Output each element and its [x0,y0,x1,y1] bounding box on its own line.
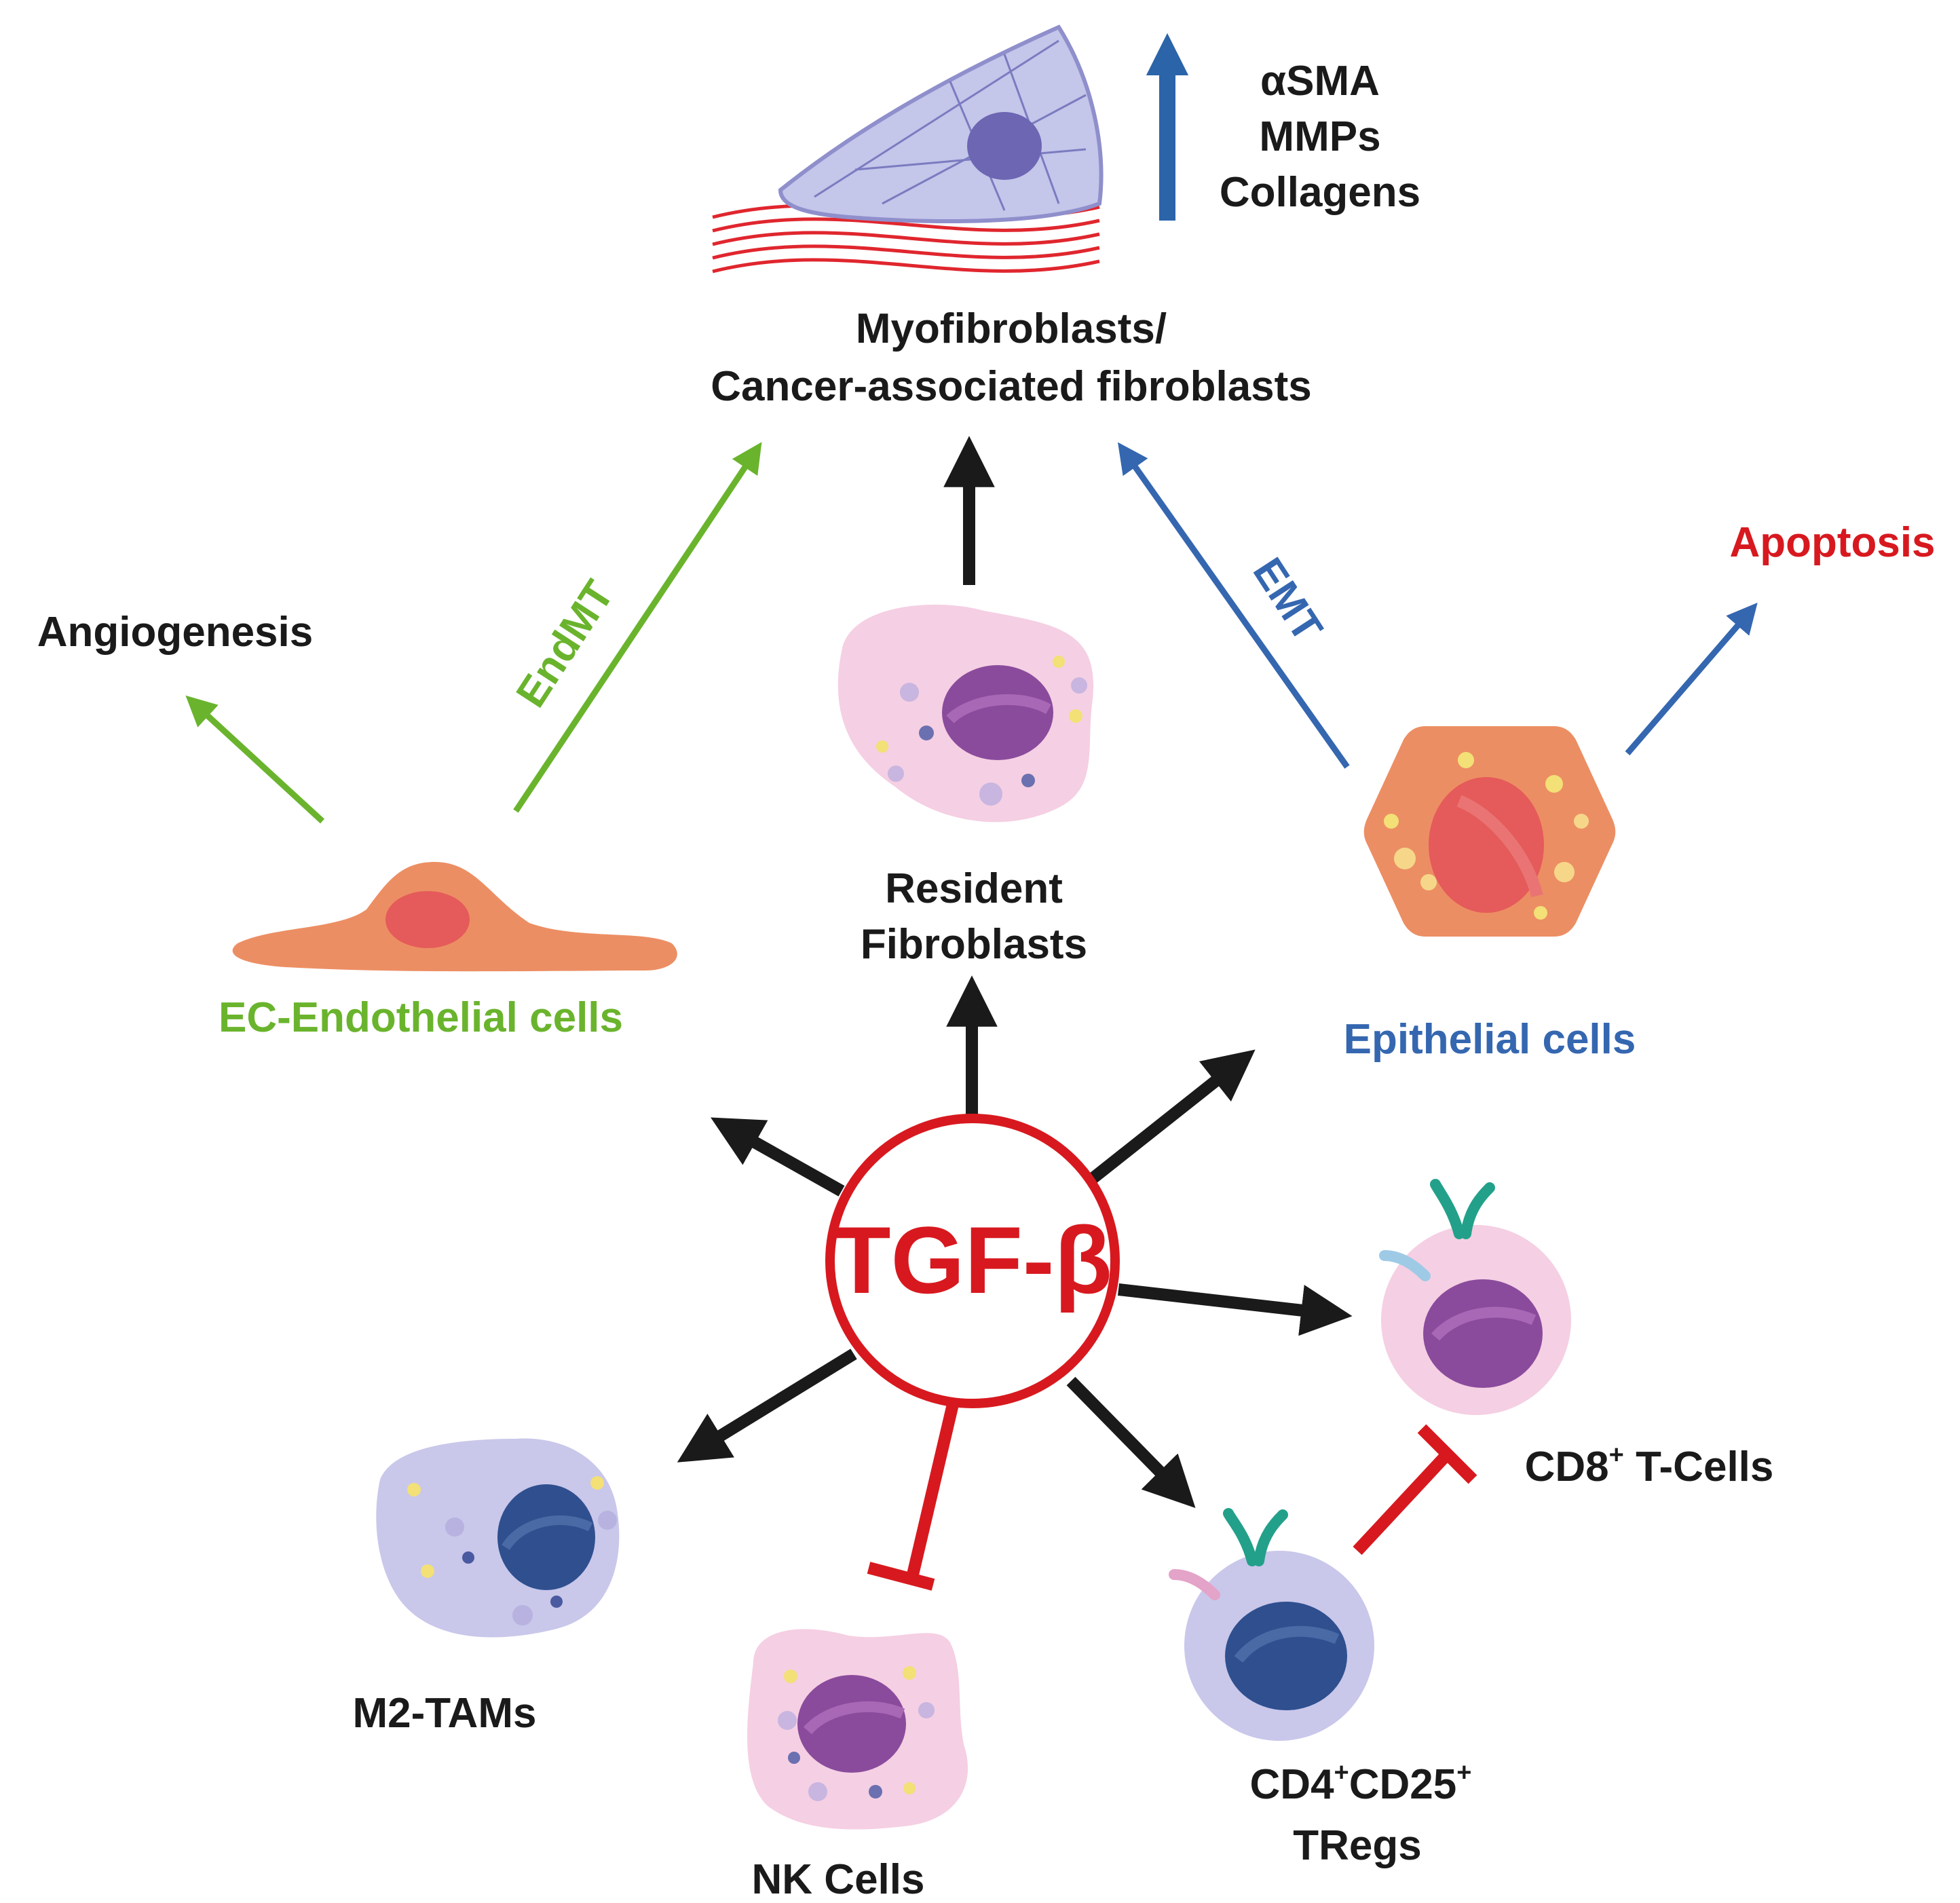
m2-tam-nucleus [497,1484,595,1590]
fibroblast-nucleus [942,665,1053,760]
apoptosis-label: Apoptosis [1729,519,1935,566]
tregs-label-b-sup: + [1456,1758,1471,1787]
tregs-label-line2: TRegs [1293,1822,1421,1869]
angiogenesis-label: Angiogenesis [37,609,314,656]
coreceptor [1379,1250,1431,1281]
epithelial-label: Epithelial cells [1344,1016,1636,1063]
tgf-inhibit-nk [867,1399,960,1591]
tgf-radiating-arrows [677,975,1353,1508]
cd8-label: CD8+ T-Cells [1525,1441,1774,1490]
arrow-to-epithelial [1087,1049,1256,1185]
treg-coreceptor [1169,1569,1220,1600]
cd8-t-cell [1379,1179,1571,1415]
arrow-to-m2 [677,1349,857,1463]
tcr-receptor [1430,1179,1495,1239]
m2-label: M2-TAMs [353,1690,537,1737]
myofibroblast-label-line2: Cancer-associated fibroblasts [711,363,1312,410]
treg-inhibit-cd8 [1353,1424,1477,1556]
tgf-beta-label: TGF-β [833,1207,1112,1313]
cd8-label-sup: + [1609,1441,1624,1469]
marker-mmps: MMPs [1259,113,1380,160]
nk-nucleus [797,1675,906,1773]
endothelial-label: EC-Endothelial cells [219,994,623,1041]
endmt-arrow [513,442,762,813]
treg-cell [1169,1508,1374,1741]
marker-collagens: Collagens [1220,169,1420,216]
tregs-label-a-sup: + [1334,1758,1349,1787]
arrow-to-endothelial [711,1117,845,1197]
resident-label-line1: Resident [885,865,1063,912]
endothelial-nucleus [385,891,470,948]
nk-cell [747,1629,968,1830]
resident-fibroblast-cell [837,604,1094,823]
m2-tam-cell [376,1438,620,1638]
treg-tcr-receptor [1223,1508,1288,1566]
myofibroblast-body [778,24,1104,223]
endothelial-cell [232,862,677,972]
tregs-label-line1: CD4+CD25+ [1250,1758,1472,1808]
arrow-to-tregs [1066,1376,1196,1508]
tregs-label-a: CD4 [1250,1761,1335,1808]
epithelial-nucleus [1429,777,1544,913]
angiogenesis-arrow [185,695,325,824]
apoptosis-arrow [1625,602,1758,755]
myofibroblast-label-line1: Myofibroblasts/ [856,305,1167,352]
tgf-beta-circle [825,1114,1120,1408]
emt-arrow [1118,442,1350,769]
myofibroblast-cell [712,24,1104,274]
endmt-label: EndMT [508,572,623,715]
myofibroblast-nucleus [967,112,1042,180]
cd8-label-suffix: T-Cells [1624,1444,1774,1490]
cd8-nucleus [1423,1279,1543,1388]
epithelial-cell [1363,726,1616,937]
nk-label: NK Cells [752,1856,925,1903]
marker-asma: αSMA [1260,58,1380,105]
tregs-label-b: CD25 [1349,1761,1457,1808]
cd8-label-prefix: CD8 [1525,1444,1609,1490]
resident-label-line2: Fibroblasts [861,921,1087,968]
arrow-to-cd8 [1117,1283,1353,1336]
